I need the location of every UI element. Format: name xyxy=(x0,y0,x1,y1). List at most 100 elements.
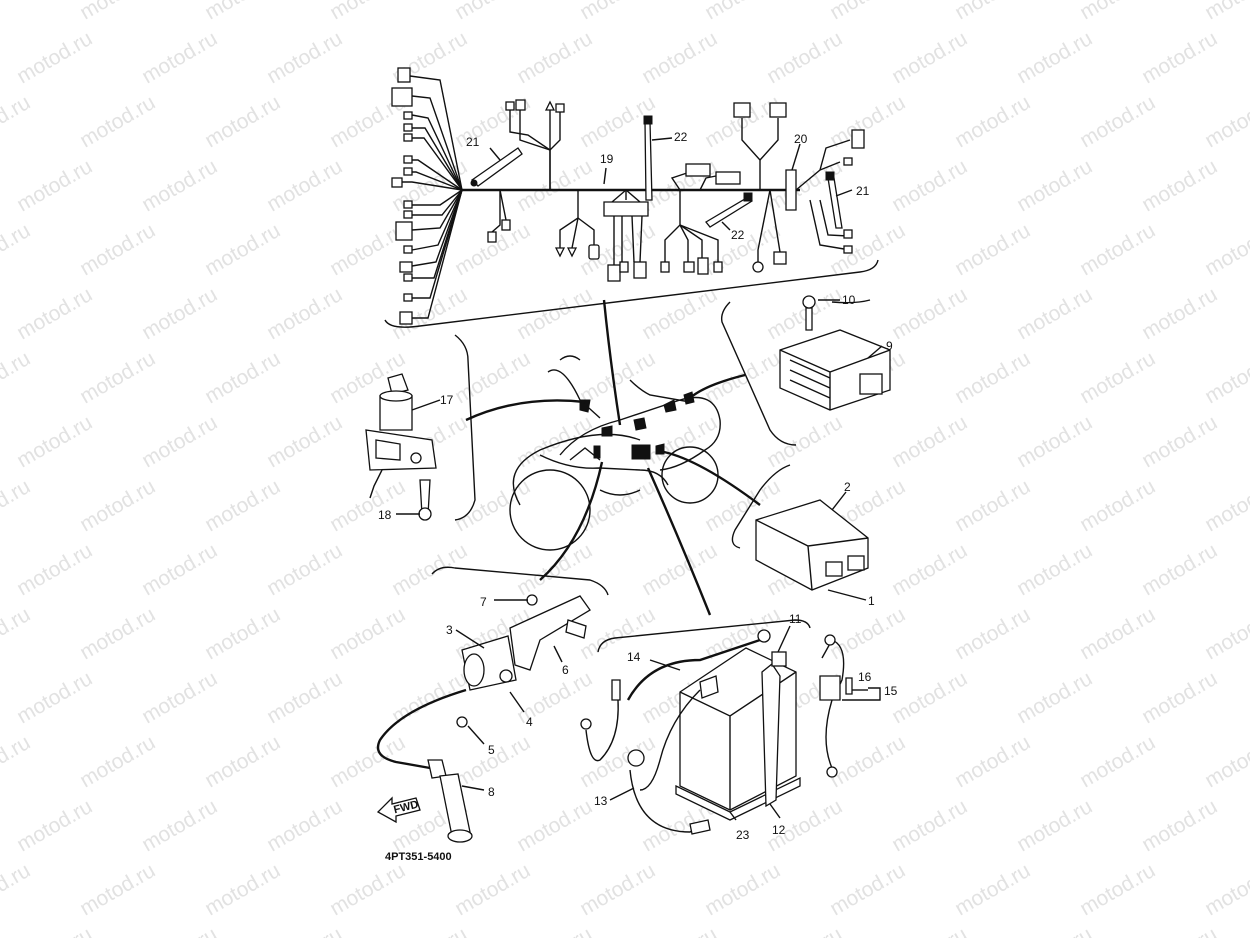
watermark-text: motod.ru xyxy=(701,347,784,408)
watermark-text: motod.ru xyxy=(76,347,159,408)
rectifier-regulator xyxy=(720,295,891,446)
watermark-text: motod.ru xyxy=(76,0,159,24)
callout-22-top: 22 xyxy=(674,130,688,144)
watermark-text: motod.ru xyxy=(201,0,284,24)
callout-9: 9 xyxy=(886,339,893,353)
watermark-text: motod.ru xyxy=(638,539,721,600)
watermark-text: motod.ru xyxy=(201,475,284,536)
watermark-text: motod.ru xyxy=(576,859,659,920)
callout-5: 5 xyxy=(488,743,495,757)
watermark-text: motod.ru xyxy=(138,27,221,88)
callout-12: 12 xyxy=(772,823,786,837)
watermark-text: motod.ru xyxy=(951,347,1034,408)
watermark-text: motod.ru xyxy=(1201,475,1250,536)
callout-15: 15 xyxy=(884,684,898,698)
watermark-text: motod.ru xyxy=(76,859,159,920)
watermark-text: motod.ru xyxy=(0,603,34,664)
diagram-code: 4PT351-5400 xyxy=(385,851,452,863)
watermark-text: motod.ru xyxy=(1201,859,1250,920)
watermark-text: motod.ru xyxy=(888,283,971,344)
watermark-text: motod.ru xyxy=(1013,795,1096,856)
watermark-text: motod.ru xyxy=(263,923,346,938)
watermark-text: motod.ru xyxy=(1138,27,1221,88)
watermark-text: motod.ru xyxy=(138,795,221,856)
watermark-text: motod.ru xyxy=(1138,923,1221,938)
watermark-text: motod.ru xyxy=(13,923,96,938)
callout-14: 14 xyxy=(627,650,641,664)
watermark-text: motod.ru xyxy=(201,731,284,792)
watermark-text: motod.ru xyxy=(0,347,34,408)
watermark-text: motod.ru xyxy=(138,155,221,216)
watermark-text: motod.ru xyxy=(13,27,96,88)
watermark-text: motod.ru xyxy=(701,0,784,24)
watermark-text: motod.ru xyxy=(513,155,596,216)
callout-13: 13 xyxy=(594,794,608,808)
watermark-text: motod.ru xyxy=(888,155,971,216)
watermark-text: motod.ru xyxy=(263,411,346,472)
watermark-text: motod.ru xyxy=(201,347,284,408)
watermark-text: motod.ru xyxy=(951,731,1034,792)
motorcycle-frame xyxy=(465,299,761,616)
watermark-text: motod.ru xyxy=(451,0,534,24)
callout-21-right: 21 xyxy=(856,184,870,198)
watermark-text: motod.ru xyxy=(1076,603,1159,664)
watermark-text: motod.ru xyxy=(13,667,96,728)
watermark-text: motod.ru xyxy=(638,923,721,938)
callout-18: 18 xyxy=(378,508,392,522)
watermark-text: motod.ru xyxy=(0,731,34,792)
callout-17: 17 xyxy=(440,393,454,407)
watermark-text: motod.ru xyxy=(76,603,159,664)
wire-harness xyxy=(384,67,879,328)
callout-20: 20 xyxy=(794,132,808,146)
watermark-text: motod.ru xyxy=(1013,411,1096,472)
watermark-text: motod.ru xyxy=(76,91,159,152)
watermark-text: motod.ru xyxy=(263,283,346,344)
callout-8: 8 xyxy=(488,785,495,799)
watermark-text: motod.ru xyxy=(1138,667,1221,728)
watermark-text: motod.ru xyxy=(701,859,784,920)
watermark-text: motod.ru xyxy=(888,539,971,600)
watermark-text: motod.ru xyxy=(263,667,346,728)
watermark-text: motod.ru xyxy=(951,859,1034,920)
watermark-text: motod.ru xyxy=(13,155,96,216)
watermark-text: motod.ru xyxy=(826,731,909,792)
watermark-text: motod.ru xyxy=(263,795,346,856)
watermark-text: motod.ru xyxy=(1201,0,1250,24)
watermark-text: motod.ru xyxy=(1076,731,1159,792)
watermark-text: motod.ru xyxy=(13,795,96,856)
callout-22-bottom: 22 xyxy=(731,228,745,242)
watermark-text: motod.ru xyxy=(138,283,221,344)
watermark-text: motod.ru xyxy=(1201,91,1250,152)
watermark-text: motod.ru xyxy=(0,859,34,920)
watermark-text: motod.ru xyxy=(951,91,1034,152)
callout-21-left: 21 xyxy=(466,135,480,149)
watermark-text: motod.ru xyxy=(1138,539,1221,600)
watermark-text: motod.ru xyxy=(1076,219,1159,280)
ignition-coil: FWD xyxy=(376,566,609,843)
watermark-text: motod.ru xyxy=(1201,603,1250,664)
watermark-text: motod.ru xyxy=(451,731,534,792)
watermark-text: motod.ru xyxy=(1201,731,1250,792)
watermark-text: motod.ru xyxy=(263,539,346,600)
watermark-text: motod.ru xyxy=(1013,923,1096,938)
watermark-text: motod.ru xyxy=(1013,539,1096,600)
watermark-text: motod.ru xyxy=(1138,155,1221,216)
watermark-text: motod.ru xyxy=(201,219,284,280)
callout-11: 11 xyxy=(789,612,802,626)
watermark-text: motod.ru xyxy=(638,411,721,472)
watermark-text: motod.ru xyxy=(326,859,409,920)
watermark-text: motod.ru xyxy=(826,859,909,920)
watermark-text: motod.ru xyxy=(951,475,1034,536)
watermark-text: motod.ru xyxy=(1201,219,1250,280)
watermark-text: motod.ru xyxy=(1013,667,1096,728)
watermark-text: motod.ru xyxy=(76,475,159,536)
watermark-text: motod.ru xyxy=(888,27,971,88)
watermark-text: motod.ru xyxy=(451,859,534,920)
watermark-text: motod.ru xyxy=(1076,475,1159,536)
watermark-text: motod.ru xyxy=(951,219,1034,280)
watermark-text: motod.ru xyxy=(513,923,596,938)
callout-23: 23 xyxy=(736,828,750,842)
watermark-text: motod.ru xyxy=(888,923,971,938)
watermark-text: motod.ru xyxy=(138,539,221,600)
